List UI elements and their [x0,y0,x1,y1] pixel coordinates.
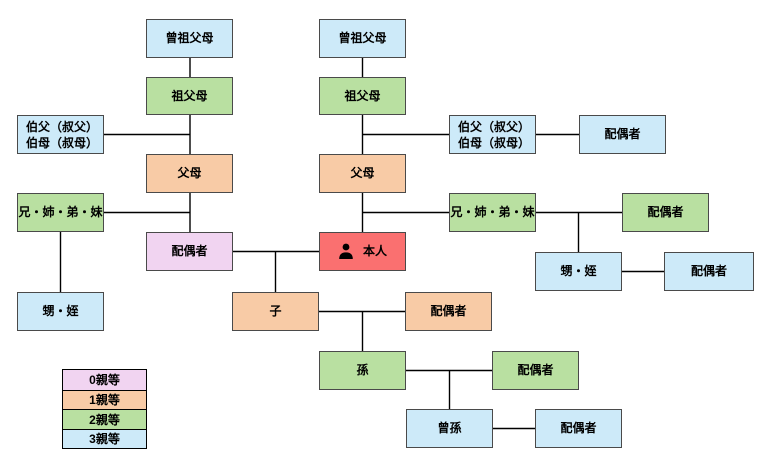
node-label: 孫 [356,363,369,378]
node-spouse-nephews-nieces: 甥・姪 [17,292,104,331]
node-label: 祖父母 [171,88,208,103]
node-great-grandchild-spouse: 配偶者 [535,409,622,448]
node-label: 配偶者 [430,304,467,319]
node-self: 本人 [319,232,406,271]
node-spouse-uncles-aunts: 伯父（叔父） 伯母（叔母） [17,115,104,154]
node-grandchild-spouse: 配偶者 [492,351,579,390]
node-label: 本人 [362,244,387,259]
node-label: 甥・姪 [560,264,597,279]
degree-legend: 0親等 1親等 2親等 3親等 [62,369,147,449]
node-label-line1: 伯父（叔父） [458,119,531,134]
node-label: 配偶者 [647,205,684,220]
node-spouse: 配偶者 [146,232,233,271]
node-label: 兄・姉・弟・妹 [450,205,535,220]
node-child: 子 [232,292,319,331]
node-label: 配偶者 [690,264,727,279]
node-label-line2: 伯母（叔母） [458,135,531,150]
node-label-line2: 伯母（叔母） [26,135,99,150]
node-self-siblings-spouse: 配偶者 [622,193,709,232]
legend-row-degree2: 2親等 [63,409,146,429]
legend-row-degree0: 0親等 [63,370,146,390]
node-label: 配偶者 [560,421,597,436]
node-label: 子 [269,304,282,319]
node-self-grandparents: 祖父母 [319,77,406,115]
node-label: 父母 [350,166,375,181]
node-self-parents: 父母 [319,154,406,193]
legend-label: 2親等 [89,412,120,427]
node-label: 兄・姉・弟・妹 [18,205,103,220]
node-spouse-siblings: 兄・姉・弟・妹 [17,193,104,232]
node-grandchild: 孫 [319,351,406,390]
node-child-spouse: 配偶者 [405,292,492,331]
legend-label: 3親等 [89,432,120,447]
node-label: 配偶者 [604,127,641,142]
node-label: 甥・姪 [42,304,79,319]
node-spouse-parents: 父母 [146,154,233,193]
node-label: 配偶者 [517,363,554,378]
node-spouse-grandparents: 祖父母 [146,77,233,115]
node-self-uncles-aunts: 伯父（叔父） 伯母（叔母） [449,115,536,154]
node-self-siblings: 兄・姉・弟・妹 [449,193,536,232]
node-label: 曾孫 [437,421,462,436]
legend-row-degree1: 1親等 [63,389,146,409]
legend-label: 1親等 [89,393,120,408]
node-self-nephews-nieces: 甥・姪 [535,252,622,291]
node-self-nephews-nieces-spouse: 配偶者 [664,252,754,291]
legend-label: 0親等 [89,373,120,388]
node-label: 曾祖父母 [165,31,214,46]
node-label: 父母 [177,166,202,181]
node-self-uncles-aunts-spouse: 配偶者 [579,115,666,154]
node-label: 配偶者 [171,244,208,259]
node-label-line1: 伯父（叔父） [26,119,99,134]
node-great-grandchild: 曾孫 [406,409,493,448]
node-label: 曾祖父母 [338,31,387,46]
node-self-great-grandparents: 曾祖父母 [319,19,406,58]
person-icon [339,243,353,259]
node-spouse-great-grandparents: 曾祖父母 [146,19,233,58]
node-label: 祖父母 [344,88,381,103]
legend-row-degree3: 3親等 [63,428,146,448]
